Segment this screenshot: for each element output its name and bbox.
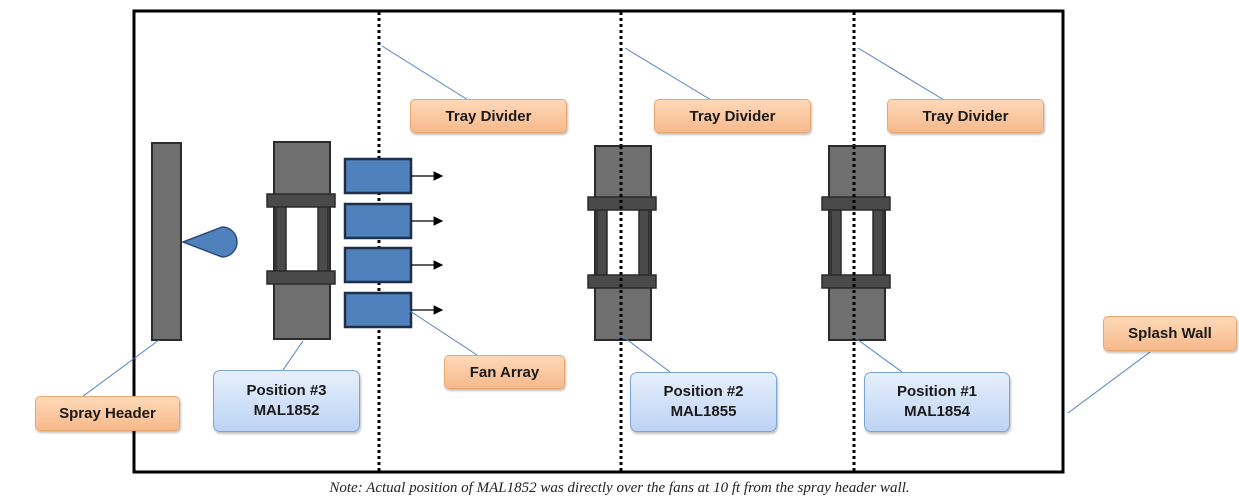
leader-fan-array: [406, 308, 478, 356]
leader-position-1: [853, 336, 903, 373]
label-fan-array: Fan Array: [444, 355, 565, 389]
position-1-name: Position #1: [896, 383, 978, 400]
position-2-id: MAL1855: [670, 403, 737, 420]
footnote: Note: Actual position of MAL1852 was dir…: [329, 480, 910, 496]
fan-2: [343, 202, 413, 240]
label-tray-divider-3: Tray Divider: [887, 99, 1044, 133]
leader-position-2: [620, 334, 671, 373]
leader-tray-divider-3: [857, 47, 945, 101]
leader-splash-wall: [1067, 351, 1151, 414]
leader-position-3: [282, 340, 304, 371]
label-position-2: Position #2 MAL1855: [630, 372, 777, 432]
sample-mal1852: [266, 141, 336, 340]
spray-nozzle: [180, 226, 238, 258]
label-tray-divider-2: Tray Divider: [654, 99, 811, 133]
chamber-outline: [132, 9, 1065, 474]
spray-header-bar: [151, 142, 182, 341]
leader-spray-header: [81, 339, 160, 398]
label-splash-wall: Splash Wall: [1103, 316, 1237, 351]
position-3-name: Position #3: [246, 382, 327, 399]
label-position-1: Position #1 MAL1854: [864, 372, 1010, 432]
sample-mal1855: [587, 145, 657, 341]
fan-array: [343, 157, 444, 329]
fan-1: [343, 157, 413, 195]
leader-tray-divider-2: [624, 47, 712, 101]
position-2-name: Position #2: [663, 383, 744, 400]
fan-3: [343, 246, 413, 284]
label-tray-divider-1: Tray Divider: [410, 99, 567, 133]
position-3-id: MAL1852: [253, 402, 320, 419]
label-spray-header: Spray Header: [35, 396, 180, 431]
sample-mal1854: [821, 145, 891, 341]
label-position-3: Position #3 MAL1852: [213, 370, 360, 432]
fan-4: [343, 291, 413, 329]
position-1-id: MAL1854: [904, 403, 970, 420]
leader-tray-divider-1: [381, 45, 469, 101]
